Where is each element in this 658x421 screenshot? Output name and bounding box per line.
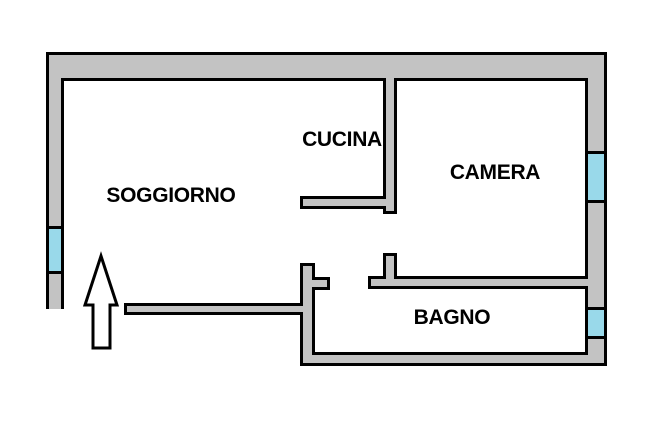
window-camera bbox=[588, 154, 604, 200]
room-label-soggiorno: SOGGIORNO bbox=[106, 184, 236, 207]
window-glass-layer bbox=[49, 154, 604, 336]
wall-outline-layer bbox=[46, 52, 607, 366]
room-label-cucina: CUCINA bbox=[302, 128, 382, 151]
entrance-arrow-icon bbox=[82, 251, 120, 350]
window-soggiorno bbox=[49, 229, 61, 271]
room-label-camera: CAMERA bbox=[449, 161, 541, 184]
room-label-bagno: BAGNO bbox=[413, 306, 491, 329]
window-caps bbox=[49, 151, 604, 339]
window-bagno bbox=[588, 310, 604, 336]
